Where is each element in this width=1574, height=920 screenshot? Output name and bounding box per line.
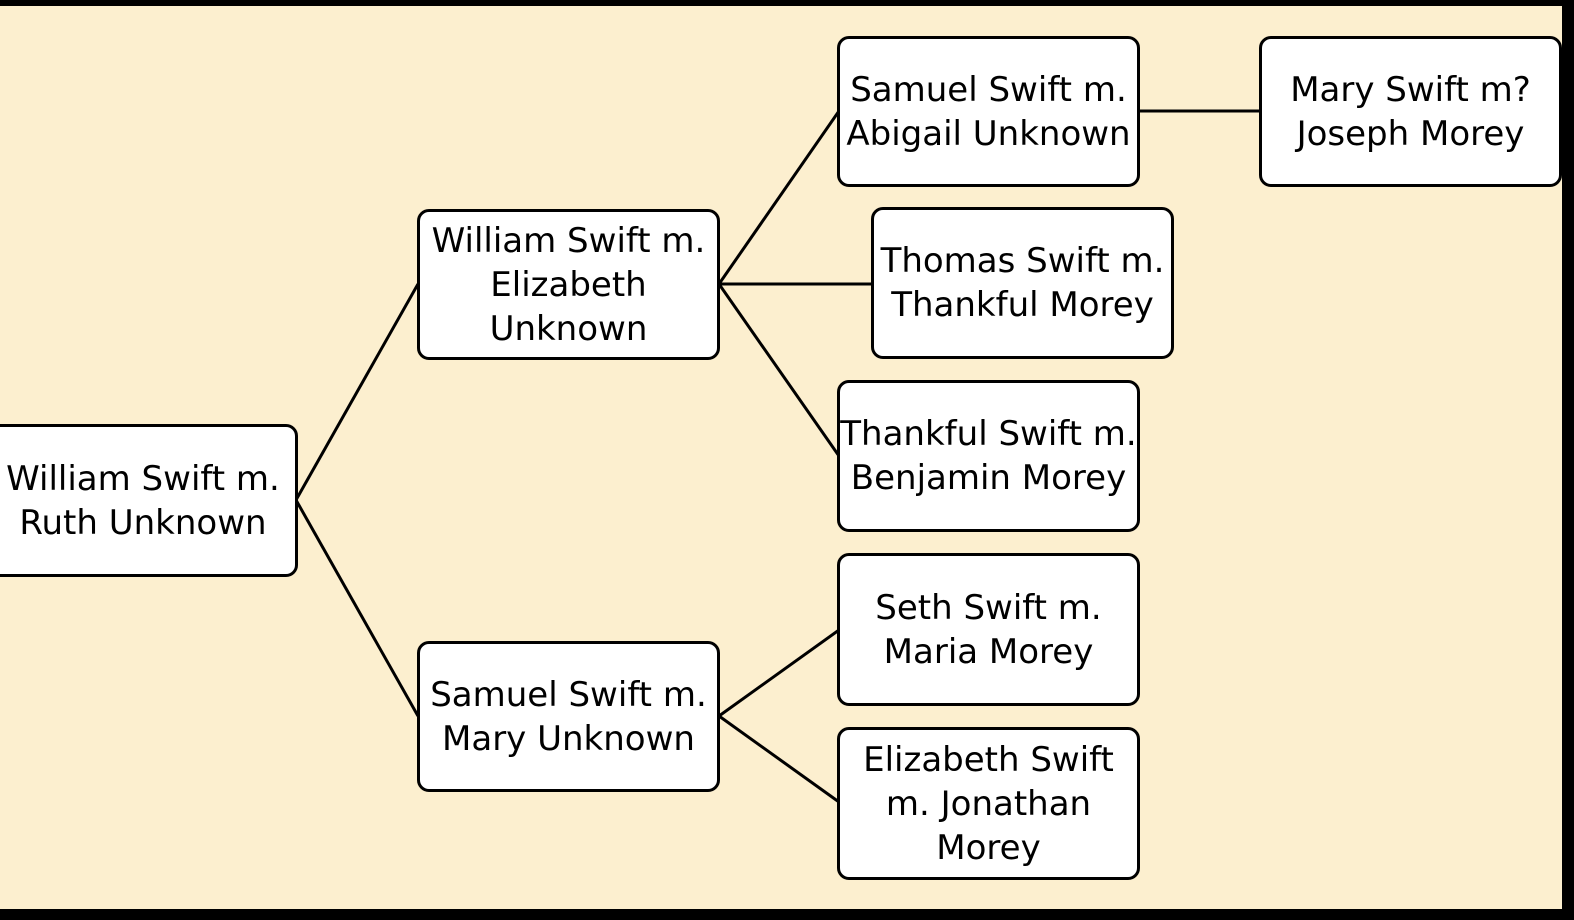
node-gen3-c-label: Thankful Swift m. Benjamin Morey bbox=[840, 414, 1137, 498]
edge-root-gen2b bbox=[294, 499, 420, 717]
node-root-label: William Swift m. Ruth Unknown bbox=[6, 458, 280, 543]
node-gen3-e-label: Elizabeth Swift m. Jonathan Morey bbox=[863, 739, 1114, 868]
node-gen2-b-label: Samuel Swift m. Mary Unknown bbox=[430, 674, 707, 759]
node-gen3-a-label: Samuel Swift m. Abigail Unknown bbox=[846, 69, 1131, 154]
node-gen4-a-label: Mary Swift m? Joseph Morey bbox=[1290, 69, 1531, 154]
node-gen3-b-label: Thomas Swift m. Thankful Morey bbox=[880, 241, 1165, 325]
node-gen2-b: Samuel Swift m. Mary Unknown bbox=[417, 641, 720, 792]
node-gen3-c: Thankful Swift m. Benjamin Morey bbox=[837, 380, 1140, 532]
edge-gen2a-gen3a bbox=[717, 110, 841, 285]
node-gen3-a: Samuel Swift m. Abigail Unknown bbox=[837, 36, 1140, 187]
edge-gen2a-gen3c bbox=[717, 283, 841, 457]
edge-gen2b-gen3d bbox=[718, 628, 840, 718]
node-gen3-b: Thomas Swift m. Thankful Morey bbox=[871, 207, 1174, 359]
edge-root-gen2a bbox=[294, 283, 420, 501]
node-root: William Swift m. Ruth Unknown bbox=[0, 424, 298, 577]
node-gen2-a-label: William Swift m. Elizabeth Unknown bbox=[431, 220, 706, 349]
edge-gen2b-gen3e bbox=[718, 714, 840, 804]
node-gen4-a: Mary Swift m? Joseph Morey bbox=[1259, 36, 1562, 187]
node-gen3-d-label: Seth Swift m. Maria Morey bbox=[875, 587, 1102, 672]
node-gen3-d: Seth Swift m. Maria Morey bbox=[837, 553, 1140, 706]
node-gen2-a: William Swift m. Elizabeth Unknown bbox=[417, 209, 720, 360]
node-gen3-e: Elizabeth Swift m. Jonathan Morey bbox=[837, 727, 1140, 880]
